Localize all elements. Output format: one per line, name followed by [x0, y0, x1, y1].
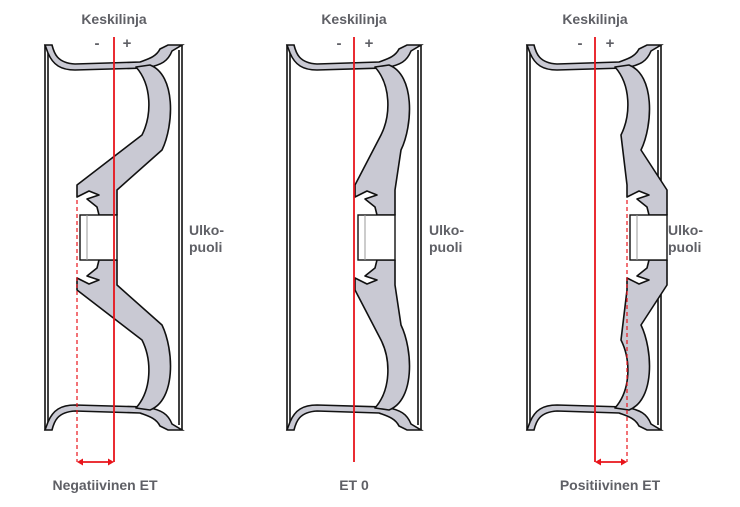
wheel-disc: [614, 64, 668, 216]
caption-zero-et: ET 0: [339, 477, 369, 493]
wheel-disc: [76, 64, 172, 216]
centerline-label: Keskilinja: [321, 11, 387, 27]
plus-sign: +: [606, 35, 615, 52]
hub-bore: [79, 214, 118, 261]
wheel-barrel: [285, 404, 424, 431]
caption-positive-et: Positiivinen ET: [560, 477, 661, 493]
wheel-lower-half: [285, 259, 424, 431]
wheel-upper-half: [285, 44, 424, 216]
outside-label: puoli: [668, 239, 701, 255]
minus-sign: -: [578, 35, 583, 52]
wheel-upper-half: [43, 44, 185, 216]
rim-edge: [44, 45, 183, 430]
wheel-negative-offset: [43, 37, 185, 466]
wheel-positive-offset: [525, 37, 668, 466]
outside-label: Ulko-: [668, 222, 703, 238]
wheel-barrel: [285, 44, 424, 71]
wheel-disc: [614, 259, 668, 411]
outside-label: puoli: [189, 239, 222, 255]
outside-label: puoli: [429, 239, 462, 255]
wheel-lower-half: [43, 259, 185, 431]
wheel-barrel: [43, 404, 185, 431]
wheel-barrel: [525, 44, 664, 71]
hub-bore: [357, 214, 396, 261]
plus-sign: +: [123, 35, 132, 52]
minus-sign: -: [337, 35, 342, 52]
wheel-disc: [354, 64, 411, 216]
rim-edge: [286, 45, 422, 430]
outside-label: Ulko-: [189, 222, 224, 238]
centerline-label: Keskilinja: [81, 11, 147, 27]
wheel-disc: [354, 259, 411, 411]
hub-bore: [629, 214, 668, 261]
wheel-barrel: [43, 44, 185, 71]
outside-label: Ulko-: [429, 222, 464, 238]
wheel-barrel: [525, 404, 664, 431]
plus-sign: +: [365, 35, 374, 52]
centerline-label: Keskilinja: [562, 11, 628, 27]
rim-edge: [526, 45, 662, 430]
wheel-upper-half: [525, 44, 668, 216]
caption-negative-et: Negatiivinen ET: [52, 477, 157, 493]
wheel-zero-offset: [285, 37, 424, 462]
wheel-disc: [76, 259, 172, 411]
minus-sign: -: [95, 35, 100, 52]
wheel-lower-half: [525, 259, 668, 431]
